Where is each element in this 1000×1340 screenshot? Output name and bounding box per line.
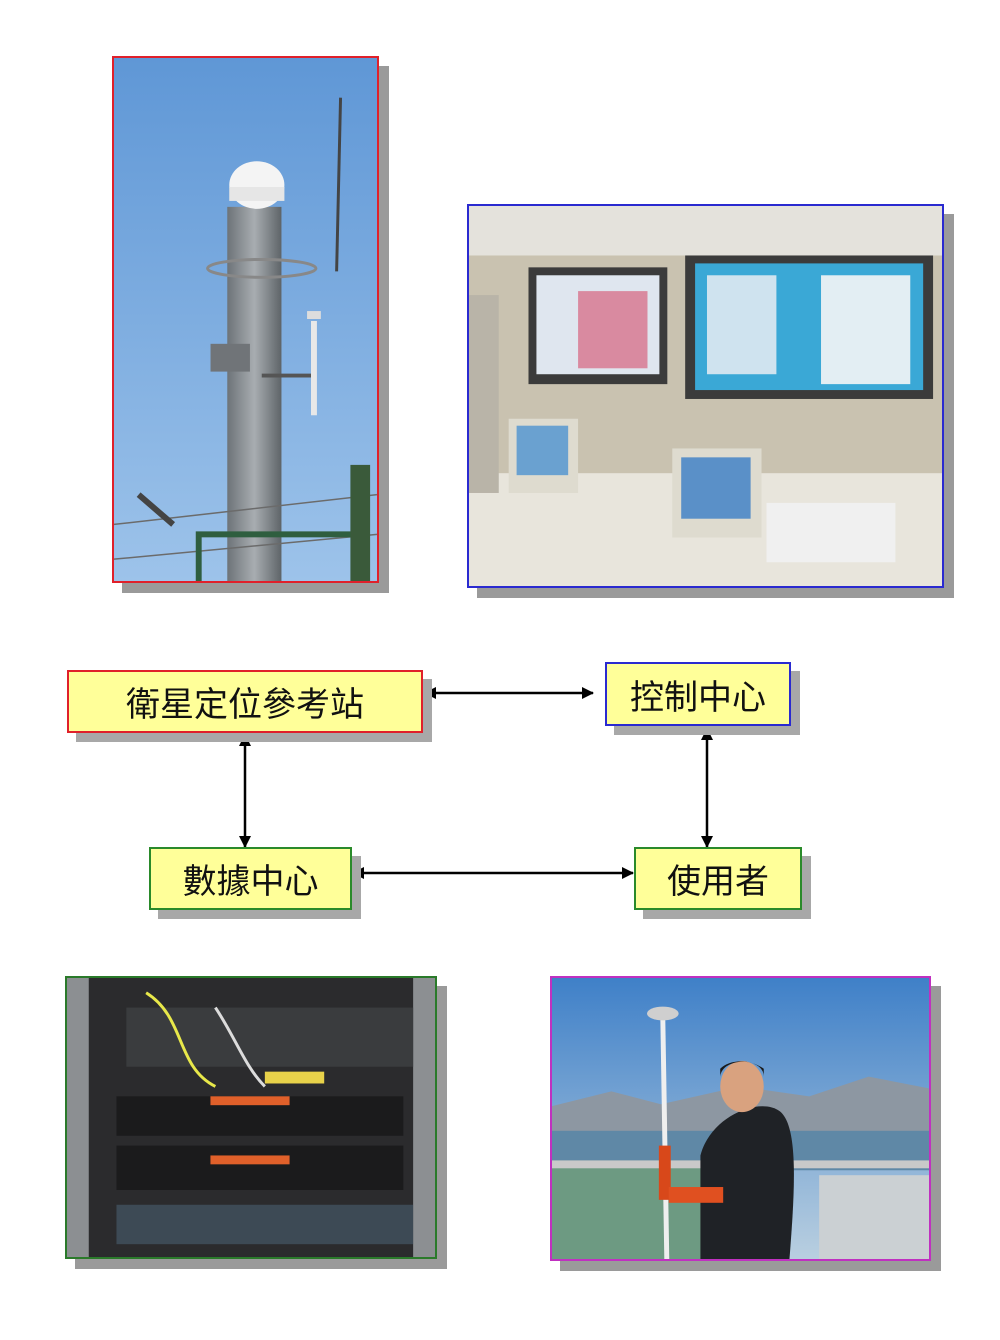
antenna-photo: [112, 56, 379, 583]
control-center-box: 控制中心: [605, 662, 791, 726]
antenna-illustration: [114, 58, 377, 581]
server-rack-photo: [65, 976, 437, 1259]
control-room-photo: [467, 204, 944, 588]
field-user-illustration: [552, 978, 929, 1259]
server-rack-illustration: [67, 978, 435, 1257]
field-user-photo: [550, 976, 931, 1261]
user-box: 使用者: [634, 847, 802, 910]
data-center-box: 數據中心: [149, 847, 352, 910]
control-room-illustration: [469, 206, 942, 586]
reference-station-box: 衛星定位參考站: [67, 670, 423, 733]
